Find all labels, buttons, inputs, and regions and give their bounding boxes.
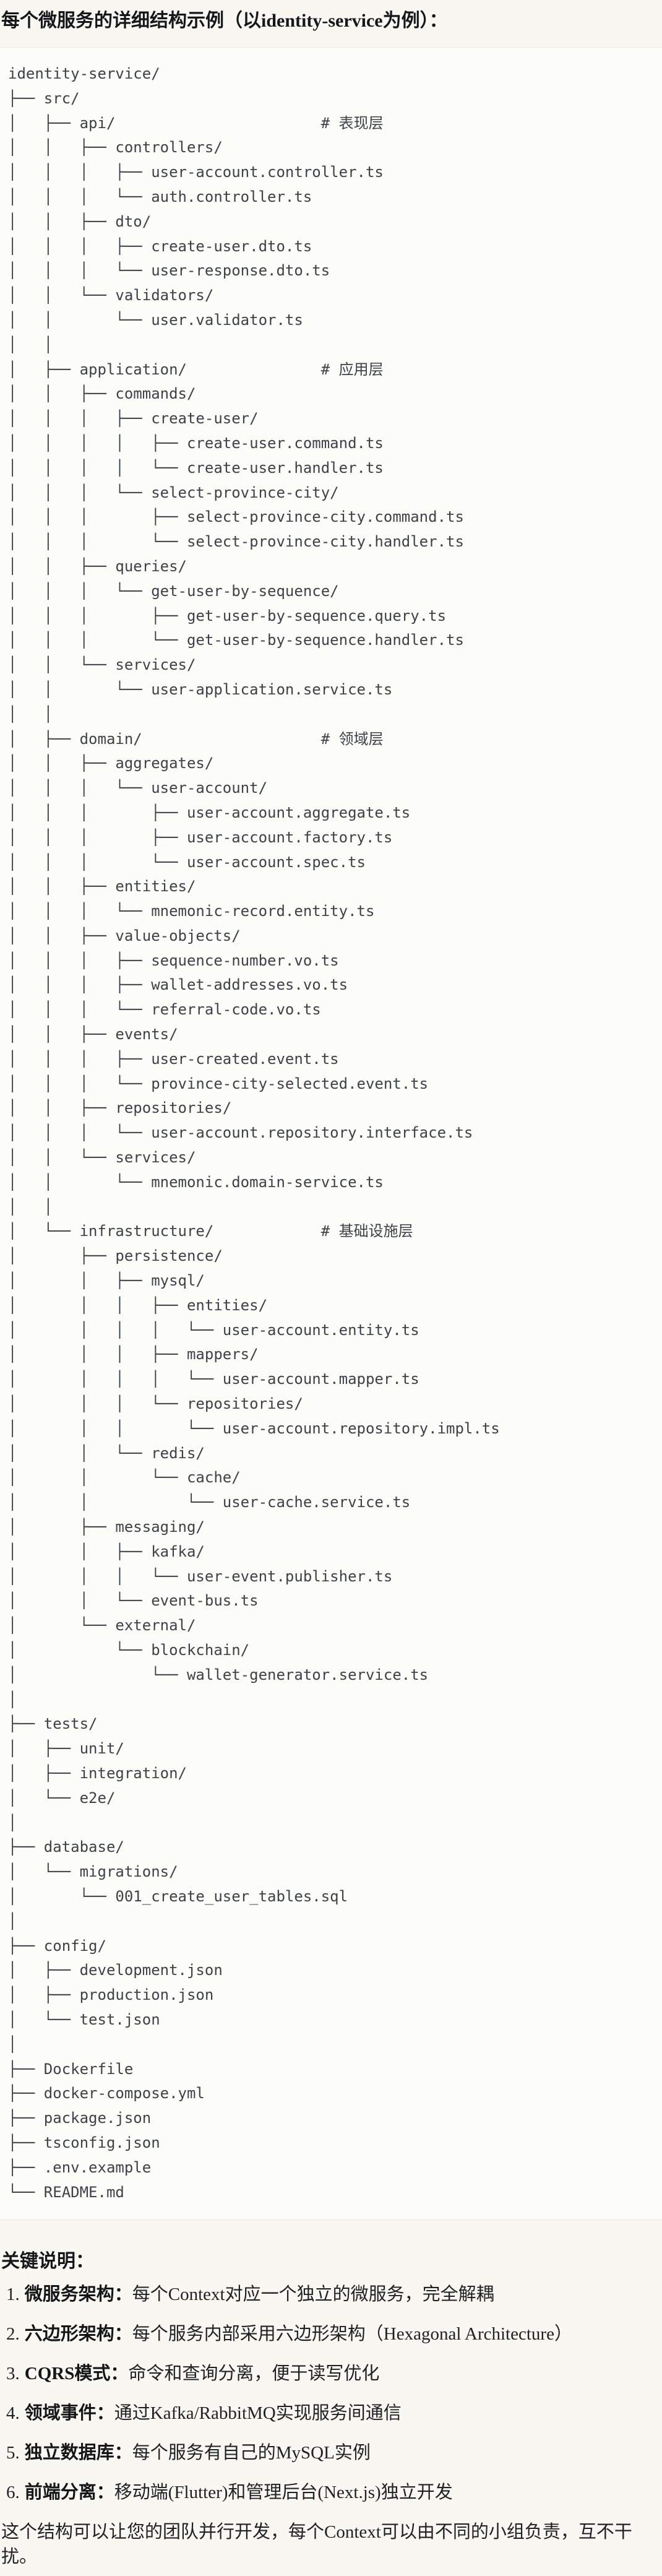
note-term: 前端分离： [24, 2483, 114, 2503]
note-item-domain-events: 4.领域事件：通过Kafka/RabbitMQ实现服务间通信 [6, 2401, 662, 2426]
note-item-frontend: 6.前端分离：移动端(Flutter)和管理后台(Next.js)独立开发 [6, 2480, 662, 2505]
note-item-database: 5.独立数据库：每个服务有自己的MySQL实例 [6, 2440, 662, 2465]
notes-footer: 这个结构可以让您的团队并行开发，每个Context可以由不同的小组负责，互不干扰… [1, 2522, 632, 2567]
note-term: 独立数据库： [24, 2443, 132, 2463]
note-item-cqrs: 3.CQRS模式：命令和查询分离，便于读写优化 [6, 2361, 662, 2386]
note-term: 微服务架构： [24, 2284, 132, 2305]
note-number: 2. [6, 2324, 20, 2345]
note-desc: 每个Context对应一个独立的微服务，完全解耦 [132, 2284, 494, 2305]
note-desc: 移动端(Flutter)和管理后台(Next.js)独立开发 [114, 2483, 453, 2503]
note-term: 六边形架构： [24, 2324, 132, 2345]
note-number: 5. [6, 2443, 20, 2463]
note-desc: 每个服务内部采用六边形架构（Hexagonal Architecture） [132, 2324, 572, 2345]
code-block: identity-service/ ├── src/ │ ├── api/ # … [0, 47, 662, 2221]
note-number: 3. [6, 2364, 20, 2384]
note-desc: 通过Kafka/RabbitMQ实现服务间通信 [114, 2403, 402, 2424]
note-number: 1. [6, 2284, 20, 2305]
note-term: 领域事件： [24, 2403, 114, 2424]
note-number: 6. [6, 2483, 20, 2503]
page-title: 每个微服务的详细结构示例（以identity-service为例）： [1, 11, 448, 31]
note-term: CQRS模式： [24, 2364, 129, 2384]
note-desc: 每个服务有自己的MySQL实例 [132, 2443, 371, 2463]
note-item-hexagonal: 2.六边形架构：每个服务内部采用六边形架构（Hexagonal Architec… [6, 2322, 662, 2346]
note-number: 4. [6, 2403, 20, 2424]
notes-heading: 关键说明： [1, 2251, 94, 2272]
note-item-microservice: 1.微服务架构：每个Context对应一个独立的微服务，完全解耦 [6, 2282, 662, 2307]
note-desc: 命令和查询分离，便于读写优化 [128, 2364, 380, 2384]
directory-tree: identity-service/ ├── src/ │ ├── api/ # … [0, 47, 662, 2221]
notes-section: 关键说明： 1.微服务架构：每个Context对应一个独立的微服务，完全解耦 2… [0, 2249, 662, 2576]
